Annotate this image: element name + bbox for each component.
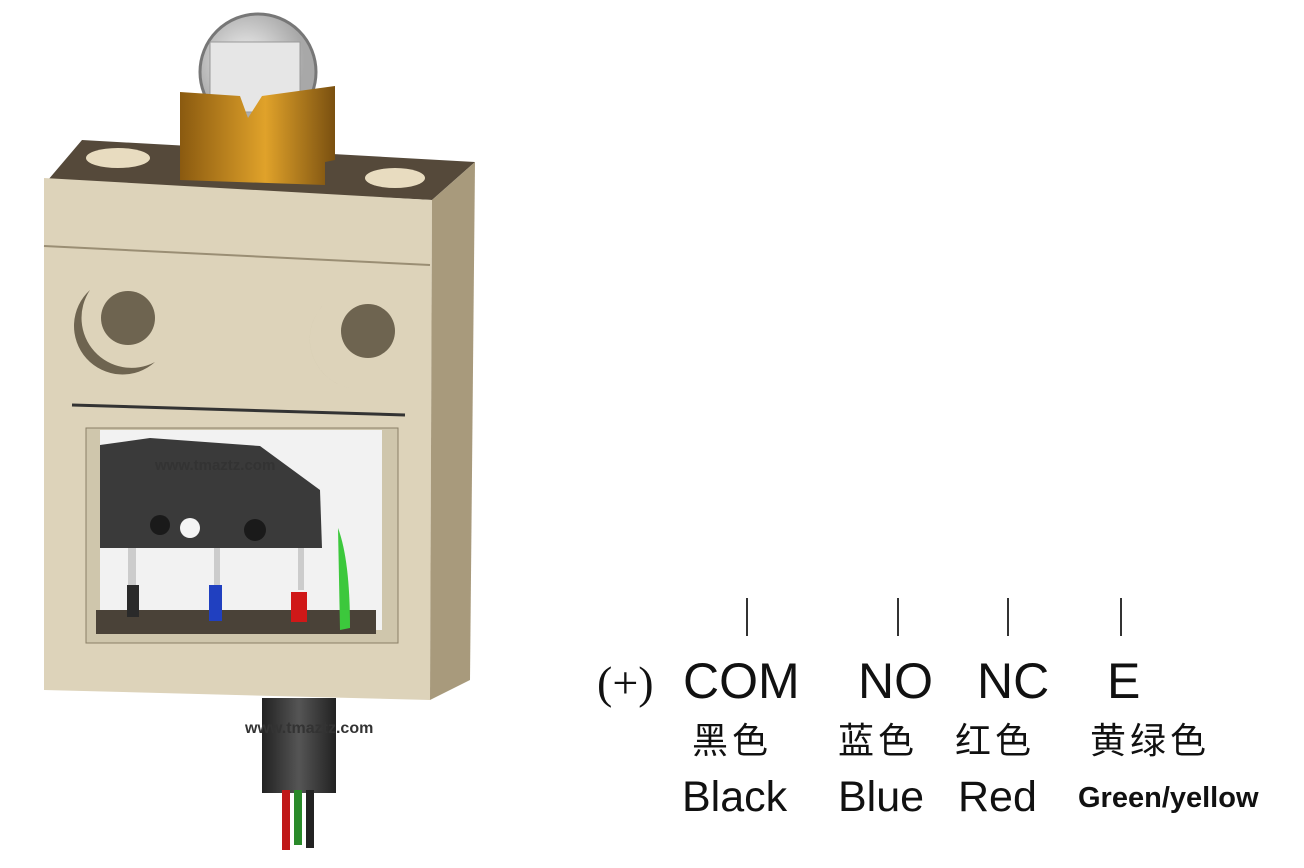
- color-en-com: Black: [682, 773, 788, 821]
- color-cn-nc: 红色: [955, 721, 1036, 762]
- color-en-no: Blue: [838, 773, 925, 821]
- cable: [262, 698, 336, 793]
- color-en-e: Green/yellow: [1078, 782, 1259, 814]
- mounting-hole: [309, 303, 395, 390]
- color-cn-e: 黄绿色: [1090, 721, 1211, 762]
- polarity-label: (+): [597, 657, 654, 708]
- plunger-bracket: [180, 86, 335, 185]
- terminal-no: NO: [858, 653, 933, 709]
- lead-line-nc: [1007, 598, 1009, 636]
- terminal-e: E: [1107, 653, 1141, 709]
- color-en-nc: Red: [958, 773, 1037, 821]
- color-cn-no: 蓝色: [838, 721, 919, 762]
- lead-line-e: [1120, 598, 1122, 636]
- terminal-com: COM: [683, 653, 800, 709]
- lead-line-no: [897, 598, 899, 636]
- body-side: [430, 162, 475, 700]
- watermark: www.tmaztz.com: [154, 457, 275, 474]
- color-cn-com: 黑色: [692, 721, 773, 762]
- watermark: www.tmaztz.com: [244, 720, 373, 737]
- mounting-hole: [74, 290, 155, 375]
- lead-line-com: [746, 598, 748, 636]
- limit-switch-illustration: www.tmaztz.com www.tmaztz.com: [43, 12, 475, 850]
- terminal-nc: NC: [977, 653, 1050, 709]
